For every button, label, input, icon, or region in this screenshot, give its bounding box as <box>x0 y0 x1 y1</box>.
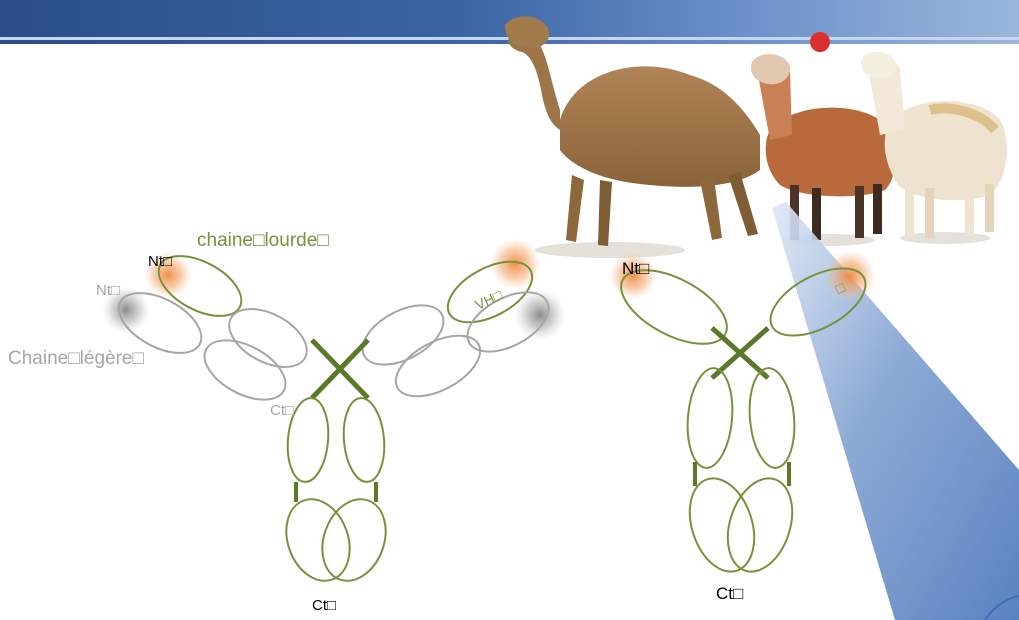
vh-domain-left <box>157 255 243 317</box>
cl-domain-right <box>394 334 482 398</box>
ct-heavy-label: Ct□ <box>312 597 336 614</box>
nt-heavy-label: Nt□ <box>148 253 172 270</box>
camel-icon <box>505 16 760 258</box>
red-dot-icon <box>810 32 830 52</box>
animals-illustration <box>505 16 1007 258</box>
vhh-right-highlight <box>824 250 876 302</box>
hinge-right-b <box>710 326 770 380</box>
ct-right-label: Ct□ <box>716 584 743 603</box>
vhh-domain-left <box>620 269 728 345</box>
nt-heavy-highlight <box>144 251 192 299</box>
nt-right-label: Nt□ <box>622 259 649 278</box>
hinge-b <box>310 338 370 400</box>
ch2-domain-b <box>342 397 386 483</box>
ch1-domain-right <box>361 304 445 366</box>
heavy-chain-label: chaine□lourde□ <box>197 230 329 251</box>
conventional-antibody: chaine□lourde□ Chaine□légère□ Nt□ Nt□ VH… <box>8 230 566 614</box>
ct-light-label: Ct□ <box>270 402 294 419</box>
ch3-right-b <box>726 477 794 573</box>
nt-light-highlight-left <box>102 286 150 334</box>
ch2-right-a <box>686 367 734 469</box>
heavy-chain-only-antibody: Nt□ □ Ct□ <box>609 250 876 603</box>
vh-label: VH□ <box>473 286 506 313</box>
ch3-domain-a <box>285 498 351 582</box>
ch2-domain-a <box>286 397 330 483</box>
vl-domain-left <box>117 292 203 354</box>
vh-domain-right <box>446 260 534 324</box>
zoom-beam <box>772 202 1019 620</box>
light-chain-label: Chaine□légère□ <box>8 348 145 369</box>
vl-domain-right <box>466 291 550 353</box>
ch2-right-b <box>748 367 796 469</box>
nt-light-highlight-right <box>514 289 566 341</box>
zoom-circle-edge <box>984 595 1019 620</box>
cl-domain-left <box>203 339 287 401</box>
ch3-right-a <box>688 477 756 573</box>
vhh-domain-right <box>769 267 867 337</box>
nt-heavy-highlight-right <box>489 238 541 290</box>
ch1-domain-left <box>228 308 308 368</box>
ch3-domain-b <box>321 498 387 582</box>
llama-icon <box>860 51 1007 244</box>
nt-light-label: Nt□ <box>96 282 120 299</box>
